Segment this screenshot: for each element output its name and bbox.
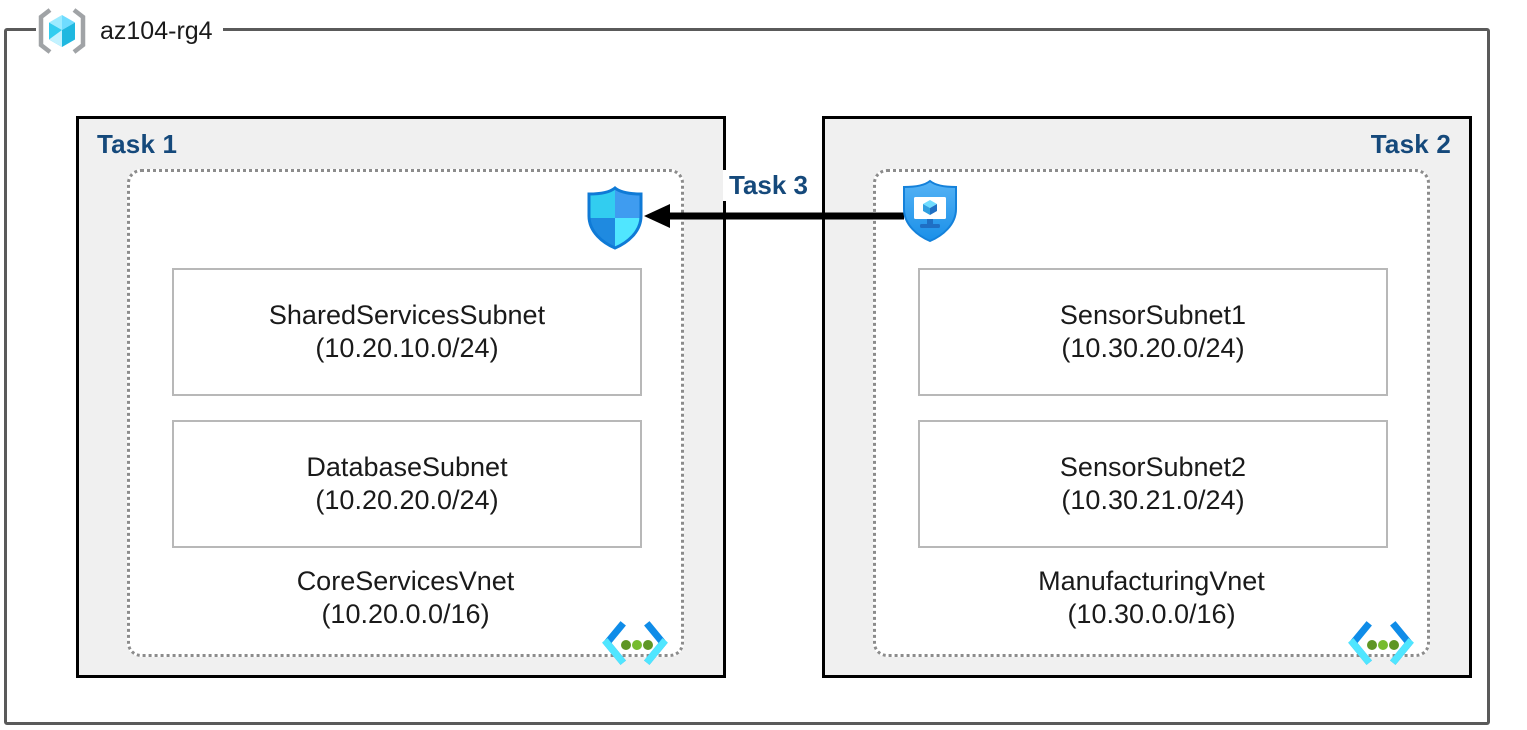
vnet-name: ManufacturingVnet [1038, 566, 1265, 596]
subnet-name: SensorSubnet1 [1059, 299, 1247, 330]
subnet-name: SensorSubnet2 [1059, 451, 1247, 482]
subnet-cidr: (10.30.21.0/24) [1061, 485, 1245, 515]
network-security-group-shield-icon [583, 186, 647, 250]
task-1-container: Task 1 SharedServicesSubnet (10.20.10.0/… [76, 116, 726, 678]
subnet-name: DatabaseSubnet [306, 451, 508, 482]
subnet-sensor-2: SensorSubnet2 (10.30.21.0/24) [918, 420, 1388, 548]
subnet-cidr: (10.20.10.0/24) [315, 333, 499, 363]
vnet-cidr: (10.20.0.0/16) [321, 599, 490, 630]
virtual-network-icon [599, 616, 671, 670]
subnet-cidr: (10.20.20.0/24) [315, 485, 499, 515]
task-2-container: Task 2 SensorSubnet1 (10.30.20.0/24) Sen… [822, 116, 1472, 678]
resource-group-frame [4, 28, 1490, 725]
left-arrow-icon [640, 196, 908, 236]
virtual-network-icon [1345, 616, 1417, 670]
vnet-core-services: SharedServicesSubnet (10.20.10.0/24) Dat… [127, 169, 684, 665]
task-3-label: Task 3 [723, 170, 815, 201]
subnet-database: DatabaseSubnet (10.20.20.0/24) [172, 420, 642, 548]
resource-group-name: az104-rg4 [100, 16, 213, 45]
subnet-shared-services: SharedServicesSubnet (10.20.10.0/24) [172, 268, 642, 396]
task-2-label: Task 2 [1370, 129, 1451, 159]
azure-bastion-shield-monitor-icon [897, 178, 963, 244]
vnet-name: CoreServicesVnet [296, 566, 515, 596]
vnet-cidr: (10.30.0.0/16) [1067, 599, 1236, 630]
azure-resource-group-cube-icon [36, 7, 88, 55]
task-1-label: Task 1 [97, 129, 178, 159]
subnet-cidr: (10.30.20.0/24) [1061, 333, 1245, 363]
resource-group-title: az104-rg4 [36, 8, 223, 54]
subnet-sensor-1: SensorSubnet1 (10.30.20.0/24) [918, 268, 1388, 396]
subnet-name: SharedServicesSubnet [268, 299, 546, 330]
